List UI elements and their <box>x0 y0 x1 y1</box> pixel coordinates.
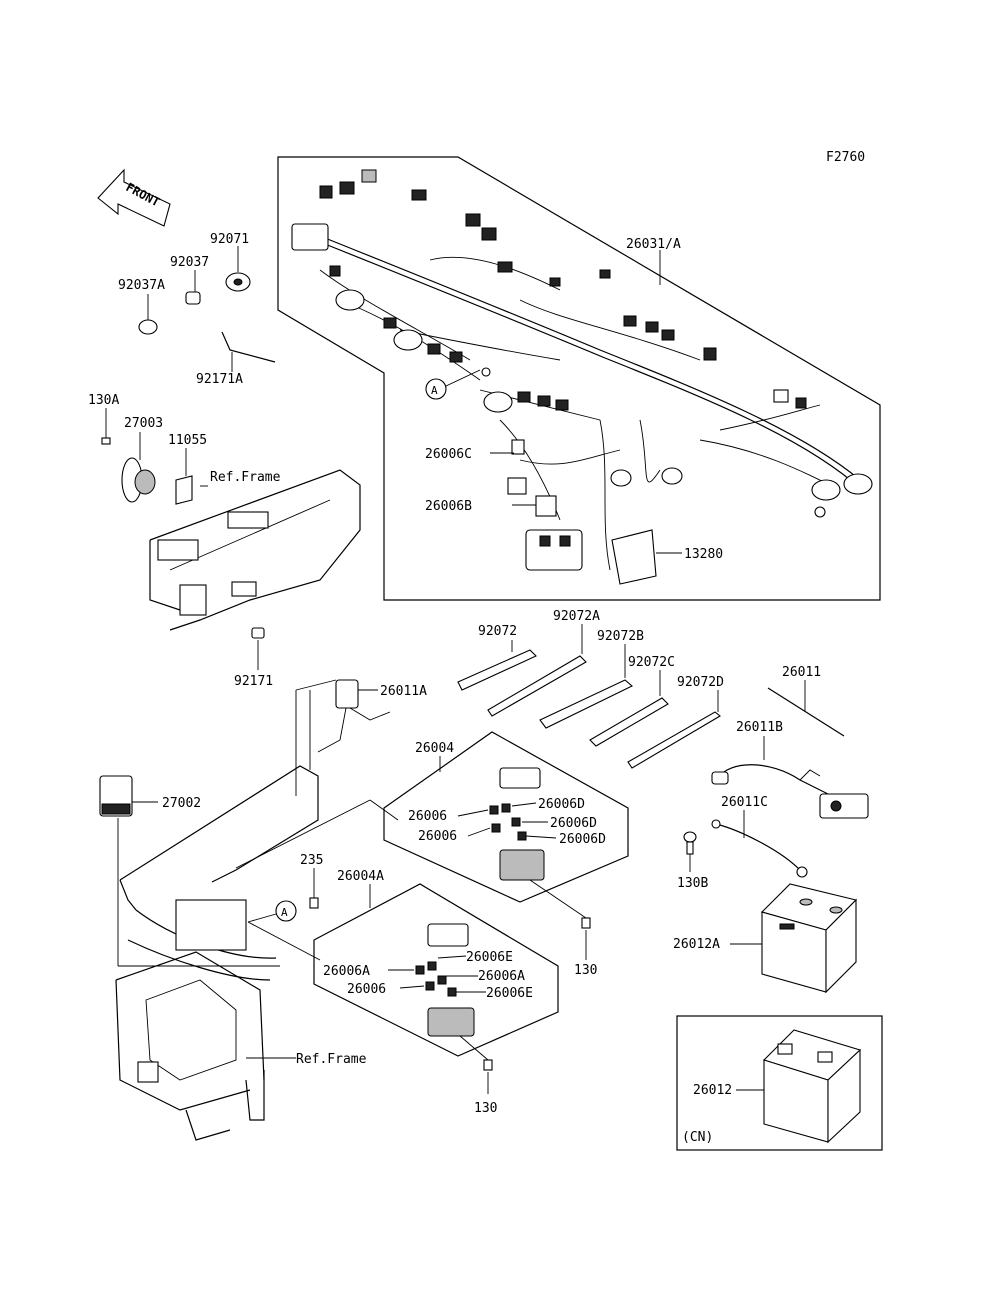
main-harness-group: A <box>277 156 881 601</box>
grommet-92071 <box>225 246 251 292</box>
label-26031A: 26031/A <box>626 237 681 252</box>
label-26006D-a: 26006D <box>538 797 585 812</box>
label-26011: 26011 <box>782 665 821 680</box>
ref-a-callout-top <box>425 378 447 400</box>
label-130B: 130B <box>677 876 708 891</box>
label-26012A: 26012A <box>673 937 720 952</box>
label-26011B: 26011B <box>736 720 783 735</box>
label-92171: 92171 <box>234 674 273 689</box>
cable-26011B <box>711 736 869 819</box>
bracket-11055 <box>175 448 193 505</box>
label-26006C: 26006C <box>425 447 472 462</box>
label-26006A-b: 26006A <box>478 969 525 984</box>
label-26006E-a: 26006E <box>466 950 513 965</box>
label-26006B: 26006B <box>425 499 472 514</box>
label-26006E-b: 26006E <box>486 986 533 1001</box>
label-26012: 26012 <box>693 1083 732 1098</box>
clip-92037 <box>185 270 201 305</box>
cn-note: (CN) <box>682 1130 713 1145</box>
battery-26012 <box>736 1029 862 1144</box>
relay-harness-26011A <box>317 679 391 753</box>
ref-a-label-bottom: A <box>281 906 288 919</box>
clamp-92037A <box>138 294 158 335</box>
cable-26011 <box>767 680 845 737</box>
cable-26011C <box>711 810 808 878</box>
label-92072: 92072 <box>478 624 517 639</box>
label-11055: 11055 <box>168 433 207 448</box>
battery-26012A <box>730 883 858 994</box>
label-92171A: 92171A <box>196 372 243 387</box>
label-130-b: 130 <box>474 1101 497 1116</box>
bolt-235 <box>309 868 319 909</box>
label-130-a: 130 <box>574 963 597 978</box>
ref-a-label-top: A <box>431 384 438 397</box>
horn-27003 <box>121 432 156 503</box>
label-92072A: 92072A <box>553 609 600 624</box>
cn-battery-box <box>676 1015 883 1151</box>
label-26006-b: 26006 <box>418 829 457 844</box>
relay-27002 <box>99 775 158 966</box>
label-26011A: 26011A <box>380 684 427 699</box>
label-27003: 27003 <box>124 416 163 431</box>
label-13280: 13280 <box>684 547 723 562</box>
bolt-130B <box>683 831 697 872</box>
label-92037A: 92037A <box>118 278 165 293</box>
figure-code: F2760 <box>826 150 865 165</box>
label-26006D-b: 26006D <box>550 816 597 831</box>
ref-a-callout-bottom <box>275 900 297 922</box>
label-26006-c: 26006 <box>347 982 386 997</box>
screw-130-a <box>529 879 591 960</box>
front-arrow-icon: FRONT <box>97 168 171 227</box>
label-92072C: 92072C <box>628 655 675 670</box>
label-235: 235 <box>300 853 323 868</box>
nut-92171 <box>251 627 265 670</box>
label-92071: 92071 <box>210 232 249 247</box>
bolt-130A <box>101 408 111 445</box>
label-26006-a: 26006 <box>408 809 447 824</box>
label-26004: 26004 <box>415 741 454 756</box>
label-26006A-a: 26006A <box>323 964 370 979</box>
screw-130-b <box>459 1035 493 1094</box>
ref-frame-label-bottom: Ref.Frame <box>296 1052 367 1067</box>
label-130A: 130A <box>88 393 119 408</box>
frame-upper <box>149 469 361 631</box>
frame-lower <box>115 679 337 1141</box>
bracket-92171A <box>221 331 276 372</box>
cable-ties-group <box>457 624 721 769</box>
label-27002: 27002 <box>162 796 201 811</box>
ref-frame-label-top: Ref.Frame <box>210 470 281 485</box>
label-26006D-c: 26006D <box>559 832 606 847</box>
label-92037: 92037 <box>170 255 209 270</box>
label-26004A: 26004A <box>337 869 384 884</box>
label-26011C: 26011C <box>721 795 768 810</box>
label-92072B: 92072B <box>597 629 644 644</box>
fuse-box-26004-group <box>383 731 629 903</box>
fuse-box-26004A-group <box>313 883 559 1057</box>
label-92072D: 92072D <box>677 675 724 690</box>
